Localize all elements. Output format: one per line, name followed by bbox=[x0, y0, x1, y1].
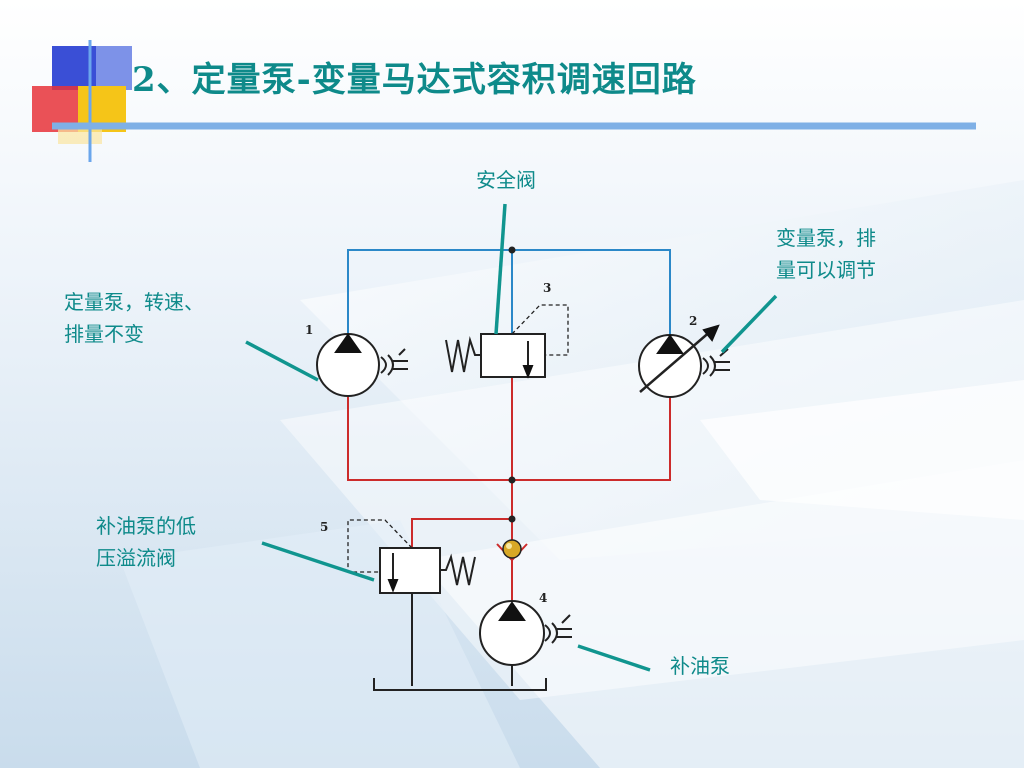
component-number-1: 1 bbox=[305, 323, 314, 337]
slide-title: 2、定量泵-变量马达式容积调速回路 bbox=[132, 60, 697, 100]
component-number-5: 5 bbox=[320, 520, 329, 534]
variable-pump-symbol bbox=[638, 324, 730, 398]
component-number-4: 4 bbox=[539, 591, 548, 605]
label-low-pressure-relief-line1: 补油泵的低 bbox=[96, 514, 196, 538]
tank-symbol bbox=[373, 678, 547, 691]
charge-pump-symbol bbox=[479, 600, 572, 686]
light-blue-square bbox=[96, 46, 132, 90]
junction-top bbox=[508, 246, 516, 254]
junction-middle bbox=[508, 476, 516, 484]
safety-valve-symbol bbox=[445, 304, 569, 379]
label-charge-pump: 补油泵 bbox=[670, 654, 730, 678]
label-low-pressure-relief-line2: 压溢流阀 bbox=[96, 546, 176, 570]
label-fixed-pump-line2: 排量不变 bbox=[64, 322, 144, 346]
label-safety-valve: 安全阀 bbox=[476, 168, 536, 192]
leader-fixed-pump bbox=[245, 340, 319, 382]
label-variable-pump: 变量泵，排 量可以调节 bbox=[776, 222, 876, 286]
label-fixed-pump: 定量泵，转速、 排量不变 bbox=[64, 286, 204, 350]
check-valve-symbol bbox=[496, 539, 528, 562]
component-number-3: 3 bbox=[543, 281, 552, 295]
leader-variable-pump bbox=[720, 294, 778, 354]
leader-charge-pump bbox=[577, 644, 651, 672]
fixed-pump-symbol bbox=[316, 333, 408, 397]
label-variable-pump-line1: 变量泵，排 bbox=[776, 226, 876, 250]
leader-safety-valve bbox=[494, 203, 507, 335]
junction-lower bbox=[508, 515, 516, 523]
leader-lines bbox=[245, 203, 778, 672]
label-low-pressure-relief-valve: 补油泵的低 压溢流阀 bbox=[96, 510, 196, 574]
low-pressure-relief-valve-symbol bbox=[347, 519, 476, 686]
label-variable-pump-line2: 量可以调节 bbox=[776, 258, 876, 282]
component-number-2: 2 bbox=[689, 314, 698, 328]
label-fixed-pump-line1: 定量泵，转速、 bbox=[64, 290, 204, 314]
high-pressure-line bbox=[347, 249, 671, 338]
leader-relief-valve bbox=[261, 541, 375, 582]
